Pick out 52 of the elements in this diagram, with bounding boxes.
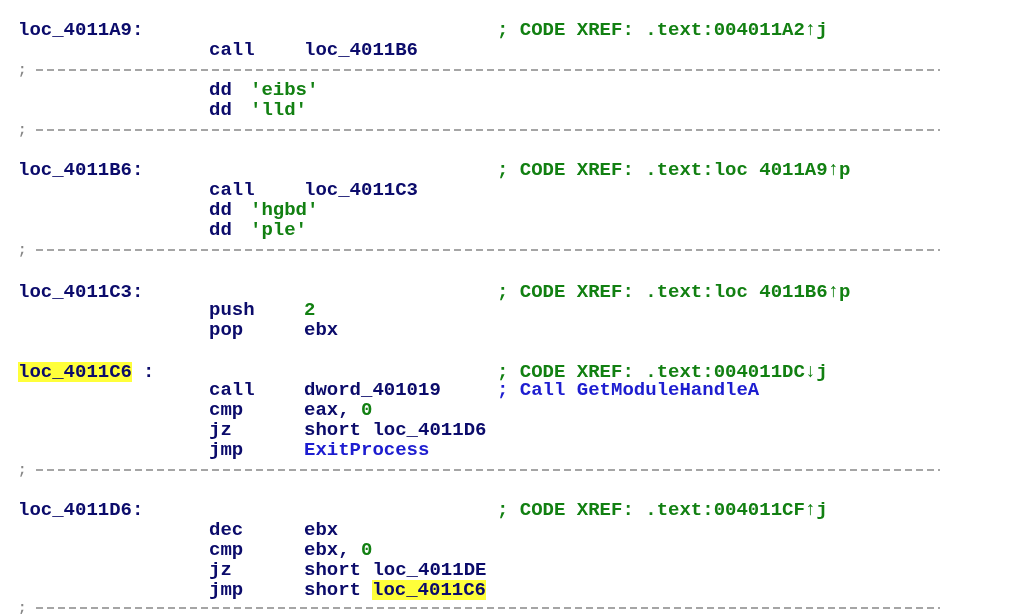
mnemonic: cmp bbox=[209, 400, 244, 420]
operand: short loc_4011D6 bbox=[304, 420, 487, 440]
mnemonic: jz bbox=[209, 560, 232, 580]
string-literal: 'eibs' bbox=[250, 80, 319, 100]
separator-semicolon: ; bbox=[18, 61, 27, 80]
code-comment: ; Call GetModuleHandleA bbox=[497, 380, 760, 400]
operand: 0 bbox=[361, 540, 373, 560]
mnemonic: dd bbox=[209, 200, 232, 220]
operand: loc_4011B6 bbox=[304, 40, 419, 60]
operand: loc_4011C3 bbox=[304, 180, 419, 200]
xref-comment: ; CODE XREF: .text:004011A2↑j bbox=[497, 20, 828, 40]
colon: : bbox=[143, 362, 155, 382]
asm-label: loc_4011B6: bbox=[18, 160, 144, 180]
mnemonic: jz bbox=[209, 420, 232, 440]
mnemonic: jmp bbox=[209, 580, 244, 600]
operand: dword_401019 bbox=[304, 380, 441, 400]
xref-comment: ; CODE XREF: .text:loc 4011A9↑p bbox=[497, 160, 851, 180]
string-literal: 'ple' bbox=[250, 220, 307, 240]
mnemonic: dd bbox=[209, 220, 232, 240]
mnemonic: dd bbox=[209, 100, 232, 120]
asm-label: loc_4011A9: bbox=[18, 20, 144, 40]
separator-semicolon: ; bbox=[18, 599, 27, 614]
mnemonic: dec bbox=[209, 520, 244, 540]
string-literal: 'lld' bbox=[250, 100, 307, 120]
mnemonic: cmp bbox=[209, 540, 244, 560]
mnemonic: dd bbox=[209, 80, 232, 100]
operand: eax, bbox=[304, 400, 350, 420]
mnemonic: pop bbox=[209, 320, 244, 340]
asm-label: loc_4011C3: bbox=[18, 282, 144, 302]
highlighted-label: loc_4011C6 bbox=[18, 362, 133, 382]
operand: 2 bbox=[304, 300, 316, 320]
string-literal: 'hgbd' bbox=[250, 200, 319, 220]
xref-comment: ; CODE XREF: .text:loc 4011B6↑p bbox=[497, 282, 851, 302]
xref-comment: ; CODE XREF: .text:004011DC↓j bbox=[497, 362, 828, 382]
separator-semicolon: ; bbox=[18, 121, 27, 140]
operand: ebx bbox=[304, 520, 339, 540]
mnemonic: push bbox=[209, 300, 255, 320]
mnemonic: call bbox=[209, 380, 255, 400]
asm-label: loc_4011D6: bbox=[18, 500, 144, 520]
highlighted-label: loc_4011C6 bbox=[372, 580, 487, 600]
operand: ExitProcess bbox=[304, 440, 430, 460]
operand: ebx bbox=[304, 320, 339, 340]
separator-semicolon: ; bbox=[18, 241, 27, 260]
operand: short bbox=[304, 580, 361, 600]
operand: short loc_4011DE bbox=[304, 560, 487, 580]
operand: 0 bbox=[361, 400, 373, 420]
xref-comment: ; CODE XREF: .text:004011CF↑j bbox=[497, 500, 828, 520]
mnemonic: jmp bbox=[209, 440, 244, 460]
mnemonic: call bbox=[209, 180, 255, 200]
mnemonic: call bbox=[209, 40, 255, 60]
separator-semicolon: ; bbox=[18, 461, 27, 480]
operand: ebx, bbox=[304, 540, 350, 560]
